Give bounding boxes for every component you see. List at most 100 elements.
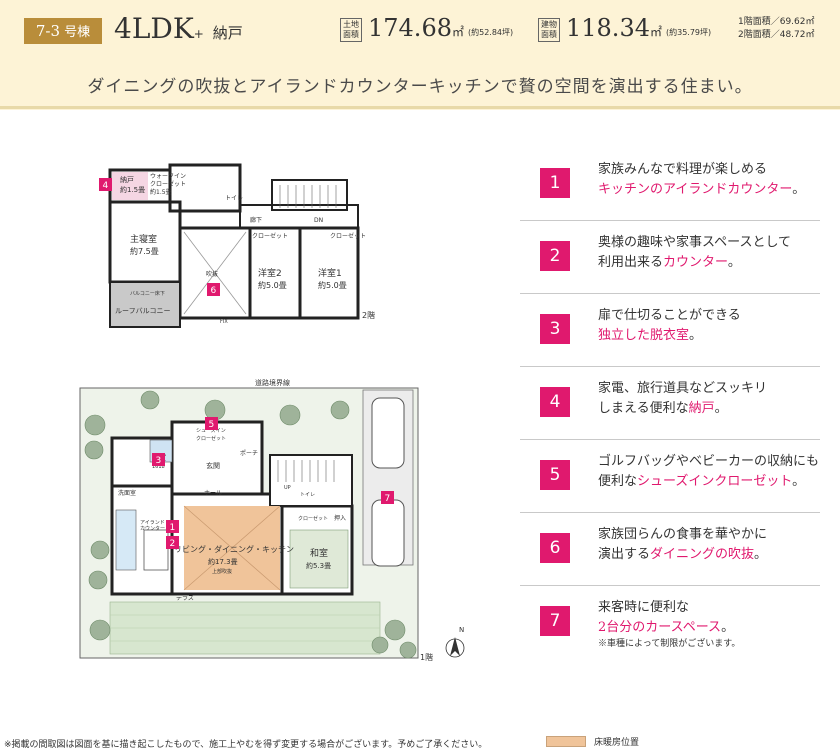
marker-1: 1 xyxy=(170,523,176,533)
feature-tail: 。 xyxy=(727,255,741,270)
header-banner: 7-3 号棟 4LDK+ 納戸 土地面積 174.68㎡ (約52.84坪) 建… xyxy=(0,0,840,110)
master-label: 主寝室 xyxy=(130,233,157,245)
marker-4: 4 xyxy=(103,181,109,191)
feature-highlight: シューズインクローゼット xyxy=(637,474,793,489)
feature-highlight: カウンター xyxy=(663,255,728,270)
feature-item: 1 家族みんなで料理が楽しめる キッチンのアイランドカウンター。 xyxy=(520,148,820,221)
closet-2f-a: クローゼット xyxy=(252,232,288,240)
shoes-label-2: クローゼット xyxy=(196,435,226,442)
header-divider xyxy=(0,106,840,109)
bath-size: 1618 xyxy=(152,464,165,470)
feature-line2: 利用出来るカウンター。 xyxy=(598,253,791,273)
marker-3: 3 xyxy=(156,456,162,466)
fix-label: FIX xyxy=(220,319,228,325)
feature-pre: 演出する xyxy=(598,547,651,562)
north-label: N xyxy=(459,626,464,634)
building-area-block: 建物面積 118.34㎡ (約35.79坪) xyxy=(538,14,711,42)
closet-1f: クローゼット xyxy=(298,515,328,522)
walkin-label: ウォークイン xyxy=(150,172,186,180)
land-area-value: 174.68㎡ xyxy=(368,14,464,42)
wash-label: 洗面室 xyxy=(118,489,136,497)
storage-size: 約1.5畳 xyxy=(120,185,145,194)
feature-highlight: キッチンのアイランドカウンター xyxy=(598,182,793,197)
void-label: 吹抜 xyxy=(206,270,218,278)
shoes-label: シューズイン xyxy=(196,427,226,434)
feature-tail: 。 xyxy=(792,182,806,197)
catch-copy: ダイニングの吹抜とアイランドカウンターキッチンで贅の空間を演出する住まい。 xyxy=(87,77,753,97)
floor2-area: 2階面積／48.72㎡ xyxy=(738,30,815,40)
feature-pre: しまえる便利な xyxy=(598,401,689,416)
plan-type: 4LDK+ 納戸 xyxy=(114,12,243,45)
ldk-size: 約17.3畳 xyxy=(208,557,238,566)
feature-item: 3 扉で仕切ることができる 独立した脱衣室。 xyxy=(520,294,820,367)
feature-item: 6 家族団らんの食事を華やかに 演出するダイニングの吹抜。 xyxy=(520,513,820,586)
floor-plans: 納戸 約1.5畳 ウォークイン クローゼット 約1.5畳 主寝室 約7.5畳 吹… xyxy=(79,163,465,662)
feature-pre: 利用出来る xyxy=(598,255,664,270)
entrance-label: 玄関 xyxy=(206,461,220,470)
feature-line1: 扉で仕切ることができる xyxy=(598,308,741,323)
road-boundary: 道路境界線 xyxy=(255,378,290,387)
legend: 床暖房位置 xyxy=(546,735,639,748)
feature-number: 4 xyxy=(540,387,570,417)
feature-line2: キッチンのアイランドカウンター。 xyxy=(598,180,805,200)
lot-badge: 7-3 号棟 xyxy=(24,18,102,44)
floor-heating-swatch xyxy=(546,736,586,747)
west2-label: 洋室2 xyxy=(258,267,282,279)
feature-list: 1 家族みんなで料理が楽しめる キッチンのアイランドカウンター。 2 奥様の趣味… xyxy=(520,148,820,658)
marker-5: 5 xyxy=(209,420,215,430)
toilet-1f: トイレ xyxy=(300,492,315,498)
building-area-value: 118.34㎡ xyxy=(566,14,662,42)
feature-text: 家電、旅行道具などスッキリ しまえる便利な納戸。 xyxy=(598,379,767,419)
feature-number: 1 xyxy=(540,168,570,198)
feature-item: 5 ゴルフバッグやベビーカーの収納にも 便利なシューズインクローゼット。 xyxy=(520,440,820,513)
dn-label: DN xyxy=(314,217,323,224)
feature-highlight: 2台分のカースペース xyxy=(598,620,722,635)
feature-text: 家族団らんの食事を華やかに 演出するダイニングの吹抜。 xyxy=(598,525,767,565)
hall-2f: 廊下 xyxy=(250,216,262,224)
feature-tail: 。 xyxy=(689,328,703,343)
marker-6: 6 xyxy=(211,286,217,296)
feature-text: ゴルフバッグやベビーカーの収納にも 便利なシューズインクローゼット。 xyxy=(598,452,819,492)
building-area-tag: 建物面積 xyxy=(538,18,560,42)
floorplan-1f: 道路境界線 リビング・ダイニング・キッチン 約17.3畳 上部吹抜 和室 約5.… xyxy=(79,378,465,662)
feature-line2: 演出するダイニングの吹抜。 xyxy=(598,545,767,565)
storage-label: 納戸 xyxy=(120,175,134,184)
feature-tail: 。 xyxy=(721,620,735,635)
lot-number: 7-3 xyxy=(35,22,60,40)
toilet-2f: トイレ xyxy=(225,195,243,202)
feature-line1: 来客時に便利な xyxy=(598,600,690,615)
japanese-size: 約5.3畳 xyxy=(306,561,331,570)
floor-areas: 1階面積／69.62㎡ 2階面積／48.72㎡ xyxy=(738,16,815,42)
west1-label: 洋室1 xyxy=(318,267,342,279)
feature-text: 家族みんなで料理が楽しめる キッチンのアイランドカウンター。 xyxy=(598,160,805,200)
feature-line1: 家族みんなで料理が楽しめる xyxy=(598,162,768,177)
feature-item: 2 奥様の趣味や家事スペースとして 利用出来るカウンター。 xyxy=(520,221,820,294)
building-area-tsubo: (約35.79坪) xyxy=(666,28,712,37)
plan-plus: + xyxy=(193,27,204,41)
balcony-note: バルコニー床下 xyxy=(130,290,165,297)
japanese-label: 和室 xyxy=(310,547,328,559)
land-area-unit: ㎡ xyxy=(451,25,464,39)
feature-number: 3 xyxy=(540,314,570,344)
legend-label: 床暖房位置 xyxy=(594,738,640,748)
hall-1f: ホール xyxy=(204,490,222,497)
feature-text: 来客時に便利な 2台分のカースペース。 ※車種によって制限がございます。 xyxy=(598,598,740,650)
building-area-unit: ㎡ xyxy=(649,25,662,39)
oshiire-label: 押入 xyxy=(334,514,346,522)
feature-highlight: ダイニングの吹抜 xyxy=(650,547,755,562)
lot-suffix: 号棟 xyxy=(64,25,91,40)
floor1-area: 1階面積／69.62㎡ xyxy=(738,17,815,27)
feature-line1: 奥様の趣味や家事スペースとして xyxy=(598,235,792,250)
feature-text: 奥様の趣味や家事スペースとして 利用出来るカウンター。 xyxy=(598,233,791,273)
feature-number: 5 xyxy=(540,460,570,490)
feature-highlight: 独立した脱衣室 xyxy=(598,328,690,343)
feature-line2: 便利なシューズインクローゼット。 xyxy=(598,472,819,492)
floor1-label: 1階 xyxy=(420,652,433,662)
marker-2: 2 xyxy=(170,539,176,549)
ldk-label: リビング・ダイニング・キッチン xyxy=(174,544,294,554)
footnote: ※掲載の間取図は図面を基に描き起こしたもので、施工上やむを得ず変更する場合がござ… xyxy=(4,740,488,750)
feature-line1: ゴルフバッグやベビーカーの収納にも xyxy=(598,454,820,469)
porch-label: ポーチ xyxy=(240,449,258,457)
feature-line1: 家電、旅行道具などスッキリ xyxy=(598,381,768,396)
feature-number: 7 xyxy=(540,606,570,636)
